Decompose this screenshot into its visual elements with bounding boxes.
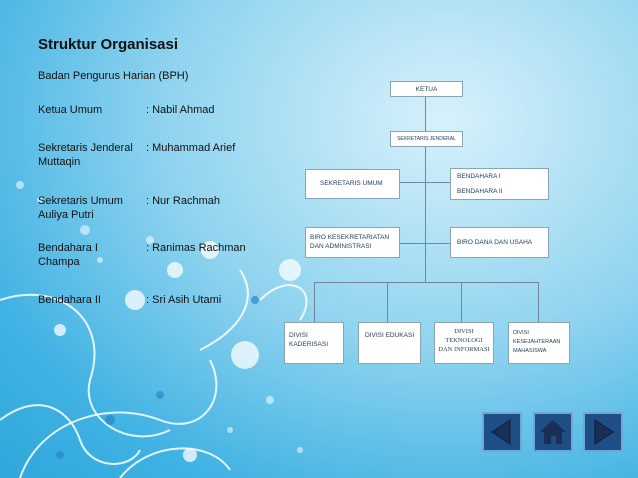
org-label: BENDAHARA I [457, 173, 501, 180]
slide-title: Struktur Organisasi [38, 36, 179, 53]
org-box-divisi-edukasi: DIVISI EDUKASI [358, 322, 421, 364]
member-role: Sekretaris Jenderal [38, 142, 133, 154]
org-box-bendahara: BENDAHARA I BENDAHARA II [450, 168, 549, 200]
org-box-sekretaris-umum: SEKRETARIS UMUM [305, 169, 400, 199]
member-name: : Ranimas Rachman Champa [38, 242, 246, 268]
member-role: Bendahara II [38, 294, 101, 306]
org-label: BENDAHARA II [457, 188, 503, 195]
member-name: : Sri Asih Utami [146, 294, 222, 306]
org-label: KESEJAHTERAAN [513, 339, 561, 345]
org-label: KETUA [415, 86, 438, 93]
member-name: : Nabil Ahmad [146, 104, 215, 116]
connector-line [461, 282, 462, 322]
org-label: DIVISI [454, 328, 474, 335]
org-box-ketua: KETUA [390, 81, 463, 97]
connector-line [425, 97, 426, 131]
triangle-right-icon [594, 419, 614, 445]
connector-line [314, 282, 539, 283]
org-label: TEKNOLOGI [445, 337, 483, 344]
connector-line [400, 182, 450, 183]
connector-line [400, 243, 450, 244]
next-slide-button[interactable] [583, 412, 623, 452]
member-bendahara-1: Bendahara I: Ranimas Rachman Champa [38, 241, 248, 269]
member-name: : Nur Rachmah Auliya Putri [38, 195, 220, 221]
org-label: DAN INFORMASI [438, 346, 490, 353]
member-role: Sekretaris Umum [38, 195, 123, 207]
member-sekretaris-jenderal: Sekretaris Jenderal: Muhammad Arief Mutt… [38, 141, 248, 169]
org-box-divisi-teknologi: DIVISI TEKNOLOGI DAN INFORMASI [434, 322, 494, 364]
org-box-biro-kesekretariatan: BIRO KESEKRETARIATAN DAN ADMINISTRASI [305, 227, 400, 258]
org-label: DIVISI [513, 330, 529, 336]
connector-line [538, 282, 539, 322]
org-box-sekjen: SEKRETARIS JENDERAL [390, 131, 463, 147]
member-ketua-umum: Ketua Umum : Nabil Ahmad [38, 103, 248, 117]
connector-line [314, 282, 315, 322]
org-label: DAN ADMINISTRASI [310, 243, 372, 250]
previous-slide-button[interactable] [482, 412, 522, 452]
org-label: KADERISASI [289, 341, 329, 348]
member-role: Bendahara I [38, 242, 98, 254]
org-box-divisi-kesejahteraan: DIVISI KESEJAHTERAAN MAHASISWA [508, 322, 570, 364]
org-box-divisi-kaderisasi: DIVISI KADERISASI [284, 322, 344, 364]
member-bendahara-2: Bendahara II : Sri Asih Utami [38, 293, 248, 307]
connector-line [425, 147, 426, 282]
triangle-left-icon [491, 419, 511, 445]
home-button[interactable] [533, 412, 573, 452]
member-role: Ketua Umum [38, 104, 103, 116]
org-label: MAHASISWA [513, 348, 547, 354]
org-label: DIVISI [289, 332, 308, 339]
org-label: DIVISI EDUKASI [365, 332, 415, 339]
org-box-biro-dana: BIRO DANA DAN USAHA [450, 227, 549, 258]
org-label: BIRO DANA DAN USAHA [457, 239, 533, 246]
slide-subtitle: Badan Pengurus Harian (BPH) [38, 70, 189, 82]
connector-line [387, 282, 388, 322]
org-label: BIRO KESEKRETARIATAN [310, 234, 390, 241]
home-icon [540, 420, 566, 444]
member-name: : Muhammad Arief Muttaqin [38, 142, 236, 168]
org-label: SEKRETARIS UMUM [320, 180, 383, 187]
org-label: SEKRETARIS JENDERAL [397, 136, 456, 142]
member-sekretaris-umum: Sekretaris Umum: Nur Rachmah Auliya Putr… [38, 194, 248, 222]
